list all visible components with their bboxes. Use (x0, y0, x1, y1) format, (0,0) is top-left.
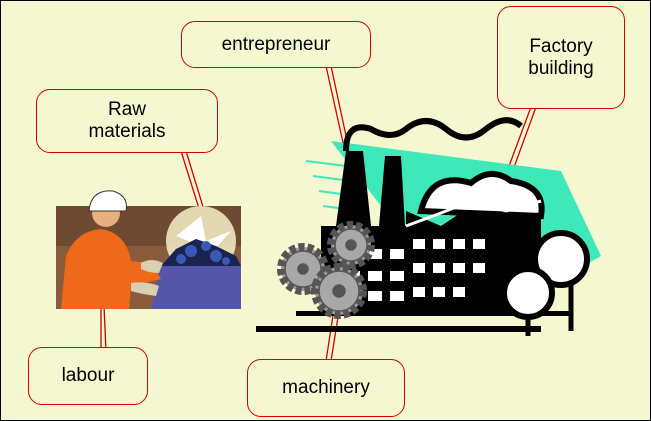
factory-illustration (256, 117, 571, 332)
callout-factory-building-line1: Factory (529, 35, 593, 57)
callout-raw-materials: Raw materials (36, 89, 218, 153)
callout-machinery: machinery (247, 359, 405, 417)
callout-raw-materials-line2: materials (88, 121, 166, 142)
callout-machinery-label: machinery (282, 377, 370, 398)
callout-entrepreneur-label: entrepreneur (221, 33, 331, 55)
callout-entrepreneur: entrepreneur (181, 21, 371, 68)
callout-factory-building-line2: building (528, 57, 594, 79)
trees-illustration (501, 230, 590, 336)
callout-labour: labour (28, 347, 148, 405)
callout-labour-label: labour (61, 365, 115, 386)
worker-illustration (56, 190, 241, 309)
gears-illustration (277, 221, 375, 319)
callout-raw-materials-line1: Raw (107, 99, 146, 120)
callout-factory-building: Factory building (497, 6, 625, 109)
